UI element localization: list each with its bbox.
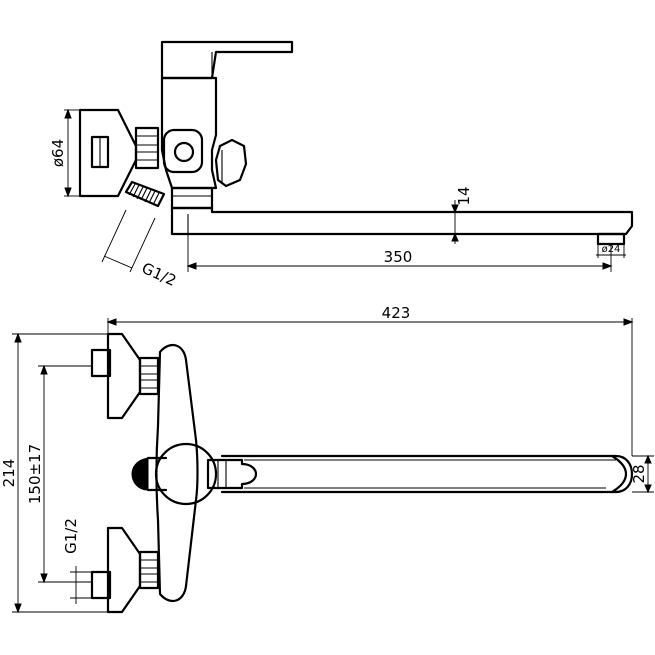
top-flange-nut-upper: [90, 348, 112, 378]
side-aerator: [596, 232, 626, 246]
top-connector-hex-upper: [138, 356, 160, 396]
top-wall-flange-lower: [106, 526, 142, 614]
top-wall-flange-upper: [106, 332, 142, 420]
dim-total-length-label: 423: [382, 304, 411, 322]
top-mixer-disc: [154, 442, 218, 506]
dim-spout-width: 28: [630, 454, 654, 494]
dim-spout-length-label: 350: [384, 248, 413, 266]
dim-center-distance-label: 150±17: [26, 444, 44, 504]
top-flange-nut-lower: [90, 570, 112, 600]
dim-spout-height: 14: [448, 186, 473, 244]
dim-top-thread-label: G1/2: [62, 518, 80, 554]
side-lever-handle: [160, 40, 294, 80]
side-spout: [170, 206, 634, 236]
dim-total-length: 423: [106, 304, 634, 456]
side-diverter-knob: [214, 138, 248, 188]
side-thread-hatch: [124, 180, 166, 208]
side-spout-swivel: [170, 186, 214, 210]
dim-flange-diameter-label: ø64: [49, 139, 67, 167]
top-end-cap: [131, 457, 149, 491]
top-view: 423 214 150±17 G1/2: [0, 304, 654, 614]
dim-total-width: 214: [0, 332, 108, 614]
dim-side-thread: G1/2: [101, 209, 179, 290]
top-mixer-bar: [155, 343, 199, 603]
dim-spout-length: 350: [186, 234, 613, 272]
side-view: 14 350 ø24 ø64: [49, 40, 634, 290]
top-spout: [220, 454, 634, 494]
dim-side-thread-label: G1/2: [139, 259, 179, 290]
dim-spout-height-label: 14: [455, 186, 473, 205]
dim-flange-diameter: ø64: [49, 108, 80, 198]
dim-top-thread: G1/2: [62, 518, 92, 604]
top-spout-tip: [610, 454, 628, 494]
dim-center-distance: 150±17: [26, 364, 92, 584]
dim-aerator-diameter-label: ø24: [602, 244, 621, 255]
dim-spout-width-label: 28: [630, 464, 648, 483]
side-connector-hex: [134, 126, 160, 170]
top-connector-hex-lower: [138, 550, 160, 590]
dim-total-width-label: 214: [0, 459, 18, 488]
dim-aerator-diameter: ø24: [596, 244, 626, 258]
top-swivel-collar: [206, 458, 258, 490]
